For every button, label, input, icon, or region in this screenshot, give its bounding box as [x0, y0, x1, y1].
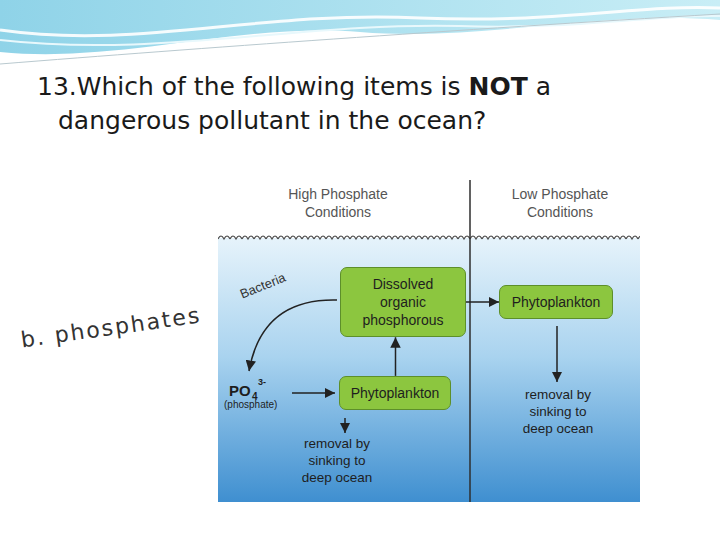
diagram-label: b. phosphates [19, 298, 231, 354]
box-text: Phytoplankton [506, 293, 606, 311]
header-line [0, 14, 720, 64]
slide-title: 13.Which of the following items is NOT a… [37, 70, 677, 138]
box-text: Dissolved organic phosphorous [355, 275, 451, 330]
uptake-arrow [292, 392, 335, 394]
bacteria-arrow [249, 300, 337, 371]
process-box: Phytoplankton [339, 376, 451, 410]
diagram-label: removal by sinking to deep ocean [515, 387, 601, 438]
process-box: Dissolved organic phosphorous [340, 267, 466, 338]
header-band [0, 0, 720, 54]
water-surface [218, 231, 640, 241]
diagram-label: PO [229, 382, 255, 401]
process-box: Phytoplankton [499, 285, 613, 319]
diagram-label: Bacteria [232, 267, 294, 305]
header-swoosh [0, 16, 720, 45]
header-swoosh [0, 7, 720, 35]
diagram-label: 3- [258, 377, 276, 388]
box-text: Phytoplankton [346, 384, 444, 402]
title-part: NOT [469, 72, 528, 101]
diagram-label: (phosphate) [224, 399, 290, 412]
diagram-label: removal by sinking to deep ocean [295, 436, 379, 487]
diagram-label: Low Phosphate Conditions [490, 186, 630, 221]
diagram-label: High Phosphate Conditions [263, 186, 413, 221]
title-part: 13.Which of the following items is [37, 72, 469, 101]
sinking-arrow [556, 326, 558, 382]
ocean-water [218, 238, 640, 502]
flow-arrow [466, 301, 499, 303]
diagram-frame [218, 168, 640, 502]
sinking-arrow [344, 418, 346, 433]
divider-line [469, 180, 471, 502]
flow-arrow [395, 337, 397, 376]
